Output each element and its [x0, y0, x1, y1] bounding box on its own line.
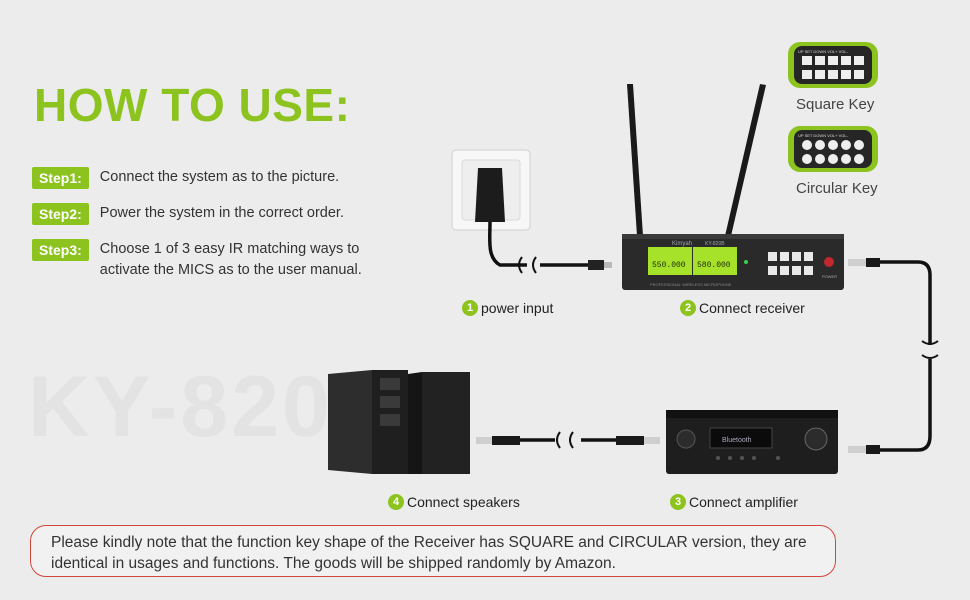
lcd-b: [693, 247, 737, 275]
lcd-a: [648, 247, 692, 275]
step-badge: Step2:: [32, 203, 89, 225]
jack-plug: [616, 436, 644, 445]
step-2: Step2: Power the system in the correct o…: [32, 203, 344, 225]
cable-break-icon: [518, 256, 537, 274]
step-text: Power the system in the correct order.: [99, 205, 344, 221]
step-1: Step1: Connect the system as to the pict…: [32, 167, 339, 189]
amplifier-device: Bluetooth: [666, 410, 838, 474]
square-key-sample: UP SET DOWN VOL+ VOL-: [788, 42, 878, 88]
jack-plug: [848, 446, 866, 453]
page-title: HOW TO USE:: [34, 79, 351, 131]
label-text: Connect receiver: [699, 300, 805, 316]
step-3: Step3: Choose 1 of 3 easy IR matching wa…: [32, 239, 390, 281]
number-badge: 3: [670, 494, 686, 510]
watermark-text: KY-820: [28, 359, 333, 455]
freq-a: 550.000: [652, 261, 686, 270]
label-connect-receiver: 2 Connect receiver: [680, 300, 805, 316]
number-badge: 1: [462, 300, 478, 316]
power-cable: [487, 221, 527, 267]
step-badge: Step3:: [32, 239, 89, 261]
audio-cable: [880, 359, 932, 452]
dc-plug: [588, 260, 604, 270]
label-text: Connect amplifier: [689, 494, 798, 510]
receiver-device: Kimyah KY-820B 550.000 580.000 PROFESSIO…: [622, 234, 844, 290]
step-badge: Step1:: [32, 167, 89, 189]
antenna-right: [725, 84, 766, 236]
label-text: Connect speakers: [407, 494, 520, 510]
receiver-brand: Kimyah: [672, 241, 692, 247]
amplifier-display: Bluetooth: [722, 437, 752, 444]
label-power-input: 1 power input: [462, 300, 553, 316]
step-text: Choose 1 of 3 easy IR matching ways to a…: [99, 241, 362, 278]
number-badge: 4: [388, 494, 404, 510]
audio-cable: [880, 260, 932, 345]
cable-break-icon: [921, 340, 939, 359]
dc-plug-tip: [604, 262, 612, 268]
receiver-model: KY-820B: [705, 241, 725, 247]
power-label: POWER: [822, 274, 837, 279]
jack-plug: [492, 436, 520, 445]
circular-key-sample: UP SET DOWN VOL+ VOL-: [788, 126, 878, 172]
antenna-left: [627, 84, 643, 236]
square-key-label: Square Key: [796, 96, 875, 113]
key-header: UP SET DOWN VOL+ VOL-: [798, 49, 849, 54]
label-connect-amplifier: 3 Connect amplifier: [670, 494, 798, 510]
circular-key-label: Circular Key: [796, 180, 878, 197]
speakers-device: [328, 370, 470, 474]
jack-plug: [866, 258, 880, 267]
jack-plug: [848, 259, 866, 266]
key-header: UP SET DOWN VOL+ VOL-: [798, 133, 849, 138]
step-text: Connect the system as to the picture.: [99, 169, 340, 185]
jack-plug: [644, 437, 660, 444]
shipping-note: Please kindly note that the function key…: [30, 525, 836, 577]
label-connect-speakers: 4 Connect speakers: [388, 494, 520, 510]
freq-b: 580.000: [697, 261, 731, 270]
cable-break-icon: [556, 431, 574, 449]
receiver-tagline: PROFESSIONAL WIRELESS MICROPHONE: [650, 282, 732, 287]
jack-plug: [476, 437, 492, 444]
label-text: power input: [481, 300, 554, 316]
jack-plug: [866, 445, 880, 454]
wall-socket: [451, 149, 531, 231]
number-badge: 2: [680, 300, 696, 316]
